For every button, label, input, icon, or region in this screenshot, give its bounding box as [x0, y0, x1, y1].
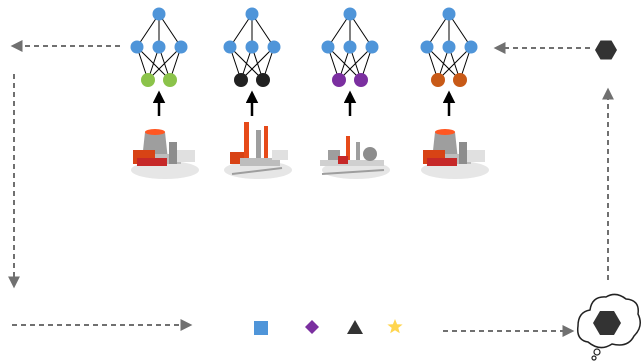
hidden-node	[442, 40, 456, 54]
input-node	[152, 7, 166, 21]
hidden-node	[245, 40, 259, 54]
server-thought-cloud-icon	[576, 293, 641, 361]
client-3	[320, 7, 390, 179]
hidden-node	[223, 40, 237, 54]
hidden-node	[174, 40, 188, 54]
hidden-node	[365, 40, 379, 54]
output-node	[163, 73, 177, 87]
hidden-node	[152, 40, 166, 54]
flow-arrows	[8, 40, 614, 337]
aggregation-symbols	[254, 319, 403, 335]
hidden-node	[464, 40, 478, 54]
square-icon	[254, 321, 268, 335]
output-node	[141, 73, 155, 87]
refinery-factory-icon	[320, 136, 390, 179]
hidden-node	[267, 40, 281, 54]
chimney-factory-icon	[224, 122, 292, 179]
client-2	[223, 7, 292, 179]
server-hexagon-icon	[593, 311, 621, 335]
input-node	[245, 7, 259, 21]
output-node	[431, 73, 445, 87]
global-model-hexagon-icon	[595, 40, 617, 60]
neural-network-icon	[223, 7, 281, 87]
diamond-icon	[305, 320, 319, 334]
cooling-tower-factory-icon	[131, 129, 199, 179]
hidden-node	[130, 40, 144, 54]
hidden-node	[420, 40, 434, 54]
input-node	[442, 7, 456, 21]
hidden-node	[321, 40, 335, 54]
neural-network-icon	[420, 7, 478, 87]
neural-network-icon	[130, 7, 188, 87]
output-node	[453, 73, 467, 87]
output-node	[234, 73, 248, 87]
triangle-icon	[347, 320, 363, 334]
client-1	[130, 7, 199, 179]
star-icon	[387, 319, 403, 334]
input-node	[343, 7, 357, 21]
client-4	[420, 7, 489, 179]
cooling-tower-factory-icon	[421, 129, 489, 179]
output-node	[256, 73, 270, 87]
neural-network-icon	[321, 7, 379, 87]
output-node	[332, 73, 346, 87]
output-node	[354, 73, 368, 87]
hidden-node	[343, 40, 357, 54]
clients-layer	[130, 7, 489, 179]
